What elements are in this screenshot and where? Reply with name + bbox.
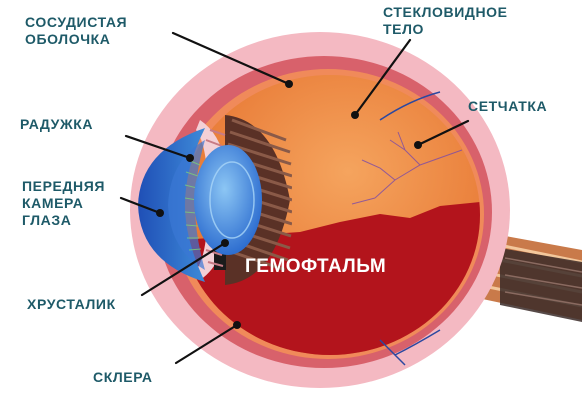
label-line: СОСУДИСТАЯ: [25, 14, 128, 30]
leader-dots: [156, 80, 422, 329]
leader-sclera: [174, 323, 239, 365]
leader-vascular: [171, 31, 291, 86]
leader-retina: [416, 119, 470, 147]
label-anterior-chamber: ПЕРЕДНЯЯ КАМЕРА ГЛАЗА: [22, 178, 105, 229]
label-line: ПЕРЕДНЯЯ: [22, 178, 106, 194]
label-line: КАМЕРА: [22, 195, 84, 211]
leader-vitreous: [353, 38, 412, 117]
leader-lines: [119, 31, 470, 365]
label-vascular-membrane: СОСУДИСТАЯ ОБОЛОЧКА: [25, 14, 127, 48]
label-vitreous-body: СТЕКЛОВИДНОЕ ТЕЛО: [383, 4, 508, 38]
leader-lens: [140, 241, 227, 297]
label-retina: СЕТЧАТКА: [468, 98, 547, 115]
label-line: СЕТЧАТКА: [468, 98, 548, 114]
lens-body: [194, 145, 262, 255]
iris-fibers: [184, 159, 202, 251]
retinal-vessels: [351, 131, 463, 205]
label-lens: ХРУСТАЛИК: [27, 296, 116, 313]
scleral-vessels: [379, 91, 441, 366]
label-hemophthalmos: ГЕМОФТАЛЬМ: [245, 256, 387, 277]
label-line: ТЕЛО: [383, 21, 425, 37]
leader-chamber: [119, 196, 162, 215]
label-line: ГЛАЗА: [22, 212, 72, 228]
label-iris: РАДУЖКА: [20, 116, 93, 133]
label-line: СТЕКЛОВИДНОЕ: [383, 4, 508, 20]
label-line: ХРУСТАЛИК: [27, 296, 116, 312]
label-line: РАДУЖКА: [20, 116, 94, 132]
label-line: СКЛЕРА: [93, 369, 153, 385]
label-line: ОБОЛОЧКА: [25, 31, 111, 47]
leader-iris: [124, 134, 192, 160]
label-sclera: СКЛЕРА: [93, 369, 153, 386]
